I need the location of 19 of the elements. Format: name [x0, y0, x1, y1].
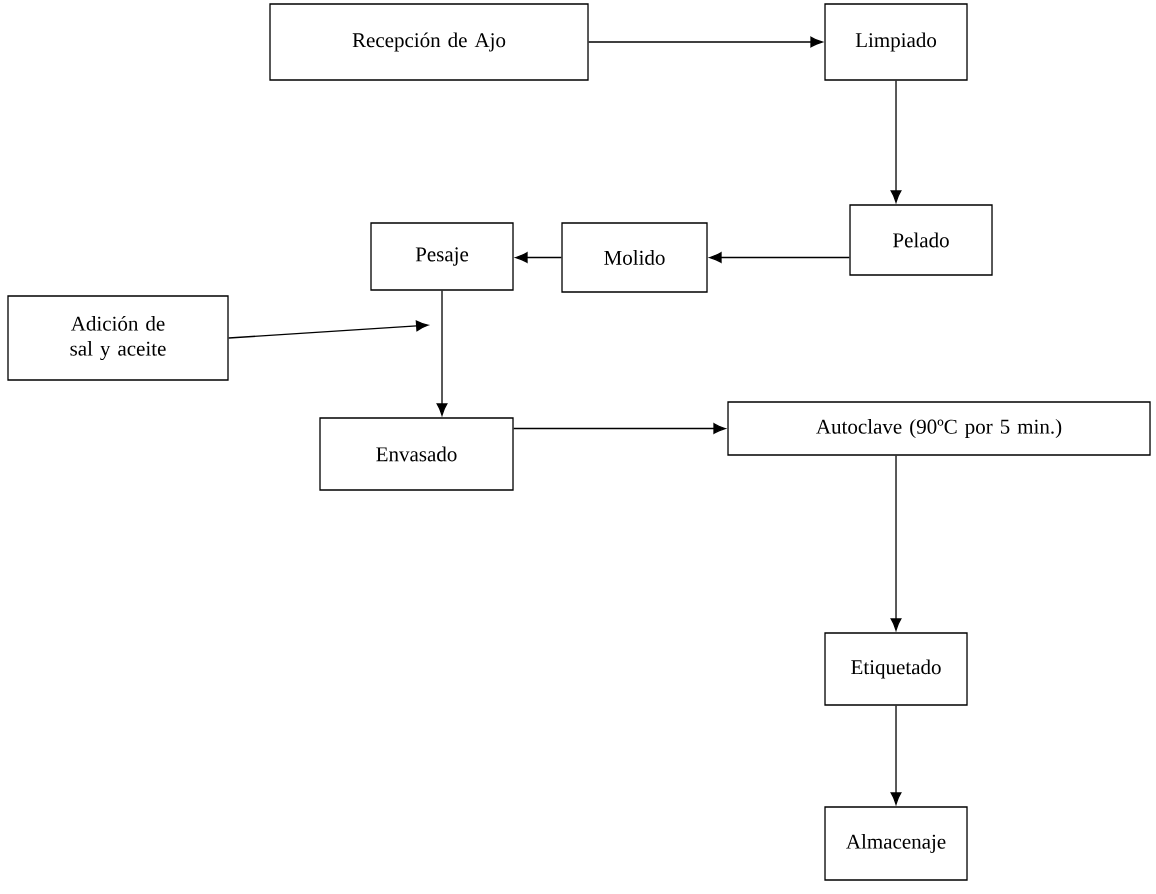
arrow	[890, 80, 902, 203]
process-box: Etiquetado	[824, 632, 968, 706]
arrow	[515, 252, 562, 263]
process-box: Molido	[561, 222, 708, 293]
arrow	[228, 320, 429, 339]
process-box: Envasado	[319, 417, 514, 491]
process-box: Limpiado	[824, 3, 968, 81]
process-box: Autoclave (90ºC por 5 min.)	[727, 401, 1151, 456]
arrow	[436, 290, 448, 416]
arrow	[513, 423, 726, 434]
process-box: Almacenaje	[824, 806, 968, 881]
arrow	[890, 705, 902, 805]
process-box: Pesaje	[370, 222, 514, 291]
arrow	[890, 455, 902, 631]
process-box: Adición de sal y aceite	[7, 295, 229, 381]
process-box: Recepción de Ajo	[269, 3, 589, 81]
arrow	[588, 36, 823, 48]
process-box: Pelado	[849, 204, 993, 276]
arrow	[709, 252, 850, 263]
